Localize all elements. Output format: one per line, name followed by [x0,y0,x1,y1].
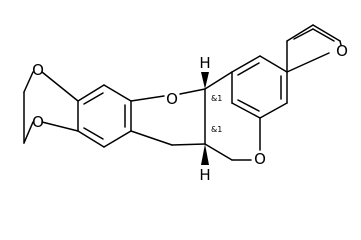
bond [179,88,206,95]
bond [77,130,105,148]
oxygen-label-dioxole-top: O [32,61,44,79]
bond [312,28,335,42]
stereo-label-lower: &1 [211,125,222,134]
bond [312,24,341,42]
furan-ring [286,24,342,73]
pyran-ring [204,71,261,161]
bond [237,99,260,112]
bond [23,71,34,93]
bond [171,143,206,146]
bond [41,71,79,102]
bond [231,102,261,119]
oxygen-label-dioxole-bottom: O [32,113,44,131]
bond [237,62,260,76]
bond [103,130,132,148]
stereo-bonds [201,72,209,165]
bond [77,84,105,102]
structure-canvas: O O O O O H H &1 &1 [23,24,348,184]
wedge-bond-lower [201,144,209,165]
bond [231,55,261,73]
oxygen-label-pyran: O [254,150,266,168]
bond [103,84,132,102]
bond [286,24,314,42]
bond [23,121,34,144]
bond [204,143,233,161]
middle-benzene-ring [231,55,288,119]
molecule-drawing: O O O O O H H &1 &1 [23,24,348,184]
bond [204,71,233,90]
bond [83,92,104,105]
bond [130,95,165,102]
bond [83,127,104,140]
bond [259,102,288,119]
bond [293,28,314,40]
stereo-label-upper: &1 [211,94,222,103]
oxygen-label-furan: O [336,42,348,60]
bond [339,40,342,46]
bond [259,55,288,73]
oxygen-label-benzofuran: O [166,90,178,108]
left-benzene-ring [77,84,132,148]
dioxole-ring [23,71,79,144]
bond [286,52,330,73]
stereo-annotations: &1 &1 [211,94,222,134]
bond [41,121,79,132]
dihydrofuran-ring [130,88,206,146]
hydrogen-label-upper: H [199,54,210,72]
atom-labels: O O O O O H H [32,42,348,184]
wedge-bond-upper [201,72,209,89]
bond [130,130,173,146]
hydrogen-label-lower: H [199,166,210,184]
